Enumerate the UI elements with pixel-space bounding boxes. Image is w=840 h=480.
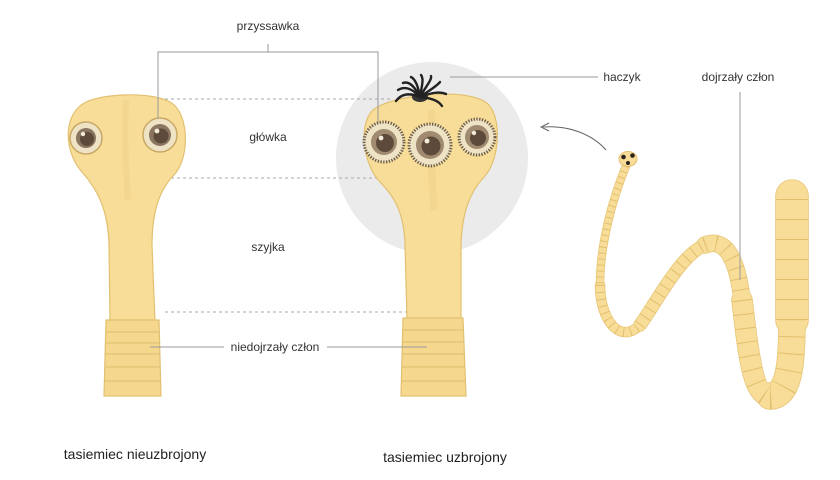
arrow-shaft [542, 126, 607, 151]
chain-segments-5 [732, 298, 773, 406]
whole-tapeworm [594, 151, 809, 410]
unarmed-head-shading [122, 99, 131, 201]
sucker-highlight [424, 138, 430, 144]
unarmed-immature-segments [103, 319, 162, 397]
sucker-bracket-line [157, 51, 379, 122]
chain-head-sucker [626, 161, 630, 165]
caption-armed-tapeworm: tasiemiec uzbrojony [383, 449, 507, 465]
curved-arrow-icon [539, 122, 607, 151]
hook [418, 91, 448, 99]
armed-sucker-left [362, 120, 406, 164]
label-mature-segment: dojrzały człon [702, 70, 775, 84]
label-immature-segment: niedojrzały człon [231, 340, 320, 354]
label-neck: szyjka [251, 240, 285, 254]
chain-part-2 [595, 280, 645, 337]
sucker-highlight [378, 135, 384, 141]
sucker-highlight [80, 131, 86, 137]
hook-cluster-icon [394, 73, 448, 108]
caption-unarmed-tapeworm: tasiemiec nieuzbrojony [64, 446, 206, 462]
unarmed-tapeworm [67, 94, 186, 397]
chain-segments-4 [702, 235, 750, 301]
unarmed-segment-block [103, 319, 162, 397]
armed-sucker-right [457, 117, 497, 157]
label-hook: haczyk [603, 70, 641, 84]
chain-head-sucker [630, 153, 635, 158]
chain-segments-3 [635, 239, 708, 329]
hook [418, 74, 433, 99]
unarmed-sucker-left [69, 121, 103, 155]
label-sucker: przyssawka [237, 19, 300, 33]
sucker-center [421, 136, 441, 156]
sucker-highlight [471, 130, 477, 136]
unarmed-sucker-right [142, 117, 178, 153]
hook [418, 95, 444, 108]
sucker-highlight [154, 128, 160, 134]
armed-immature-segments [400, 317, 467, 397]
chain-segments-1 [596, 164, 630, 286]
armed-tapeworm [362, 73, 498, 397]
arrow-head [539, 122, 550, 132]
armed-sucker-middle [407, 122, 453, 168]
chain-head-sucker [621, 154, 626, 160]
armed-segment-block [400, 317, 467, 397]
chain-part-3 [634, 239, 711, 331]
label-head: główka [249, 130, 287, 144]
sucker-center [376, 134, 394, 152]
